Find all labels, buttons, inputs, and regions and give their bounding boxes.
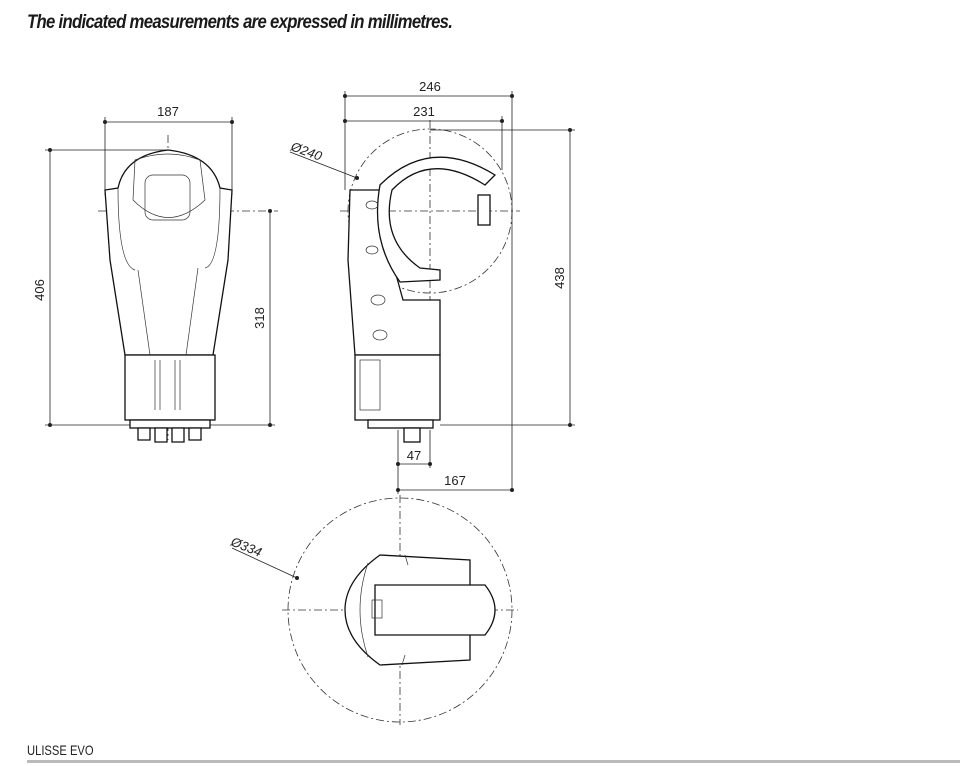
dim-side-outer-width: 246 [419, 79, 441, 94]
top-housing-detail [371, 599, 383, 619]
top-diameter-leader [231, 547, 298, 579]
side-base [354, 354, 441, 421]
side-base-panel [359, 359, 381, 411]
dimension-endpoint [103, 120, 107, 124]
front-camera-body [104, 149, 233, 356]
side-slot [365, 245, 379, 255]
dimension-endpoint [268, 209, 272, 213]
front-body-detail [117, 153, 221, 356]
dim-side-diameter: Ø240 [288, 138, 325, 164]
side-view: 246 231 Ø240 438 47 167 [288, 79, 575, 494]
front-base [124, 354, 216, 421]
dimension-endpoint [510, 488, 514, 492]
footer-divider [27, 760, 960, 763]
dimension-endpoint [568, 423, 572, 427]
dim-front-axis-height: 318 [252, 307, 267, 329]
dim-side-offset-small: 47 [407, 448, 421, 463]
side-base-plate [367, 419, 434, 429]
front-base-detail [154, 360, 181, 410]
dim-side-height: 438 [552, 267, 567, 289]
dimension-endpoint [355, 176, 359, 180]
front-connectors [137, 427, 202, 443]
dimension-endpoint [268, 423, 272, 427]
dimension-endpoint [48, 423, 52, 427]
dimension-endpoint [568, 128, 572, 132]
front-camera-window [144, 174, 191, 221]
dim-front-width: 187 [157, 104, 179, 119]
measurement-note: The indicated measurements are expressed… [27, 12, 453, 33]
dim-side-inner-width: 231 [413, 104, 435, 119]
side-slot [372, 329, 388, 341]
top-body-detail [359, 554, 409, 666]
side-slot [365, 200, 379, 210]
dimension-endpoint [396, 488, 400, 492]
dimension-endpoint [428, 462, 432, 466]
dimension-endpoint [230, 120, 234, 124]
dimension-endpoint [295, 576, 299, 580]
dim-side-offset-large: 167 [444, 473, 466, 488]
dimension-endpoint [510, 94, 514, 98]
dim-top-diameter: Ø334 [228, 533, 264, 559]
side-camera-hood [376, 156, 497, 283]
front-base-plate [129, 419, 211, 429]
dimension-endpoint [343, 119, 347, 123]
dimension-endpoint [343, 94, 347, 98]
top-view: Ø334 [228, 495, 518, 725]
dimension-endpoint [48, 148, 52, 152]
dimension-endpoint [396, 462, 400, 466]
top-camera-housing [374, 584, 496, 636]
side-slot [370, 294, 386, 306]
side-diameter-leader [289, 151, 358, 179]
side-connector [403, 427, 421, 443]
side-hood-latch [477, 194, 491, 226]
front-view: 187 406 318 [32, 104, 278, 443]
product-name: ULISSE EVO [27, 742, 94, 758]
dimension-endpoint [500, 119, 504, 123]
dim-front-height: 406 [32, 279, 47, 301]
